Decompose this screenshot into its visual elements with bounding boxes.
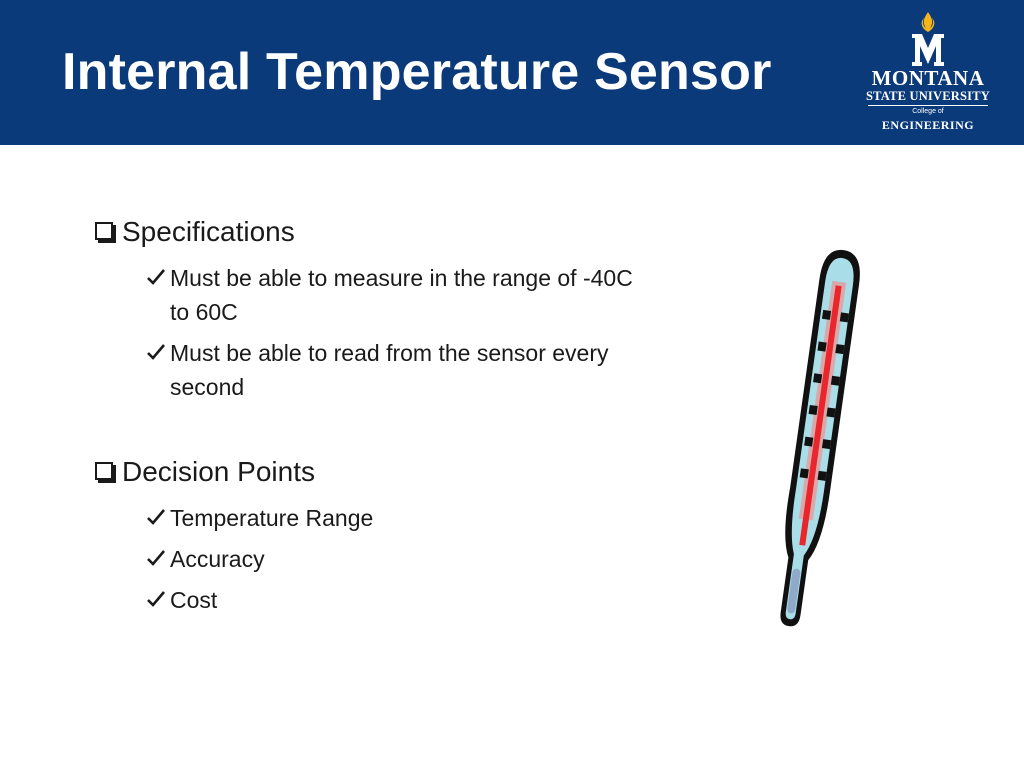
checkbox-square-icon <box>95 462 113 480</box>
list-item-text: Must be able to read from the sensor eve… <box>170 340 609 400</box>
list-item-text: Accuracy <box>170 546 265 572</box>
logo-divider <box>868 105 988 106</box>
logo-college-of-text: College of <box>912 108 944 115</box>
list-item-text: Temperature Range <box>170 505 374 531</box>
thermometer-icon <box>780 249 860 627</box>
section-heading-decision-points: Decision Points <box>95 456 315 488</box>
section-heading-text: Specifications <box>122 216 295 247</box>
logo-montana-text: MONTANA <box>871 66 985 90</box>
checkbox-square-icon <box>95 222 113 240</box>
list-item: Accuracy <box>145 542 640 576</box>
list-item: Temperature Range <box>145 501 640 535</box>
slide-title: Internal Temperature Sensor <box>62 43 772 101</box>
logo-engineering-text: ENGINEERING <box>881 118 975 132</box>
section-heading-text: Decision Points <box>122 456 315 487</box>
list-item: Must be able to measure in the range of … <box>145 261 640 329</box>
msu-m-icon <box>912 12 944 66</box>
checkmark-icon <box>147 344 165 360</box>
checkmark-icon <box>147 269 165 285</box>
list-item: Must be able to read from the sensor eve… <box>145 336 640 404</box>
checkmark-icon <box>147 509 165 525</box>
list-item-text: Must be able to measure in the range of … <box>170 265 633 325</box>
list-item: Cost <box>145 583 640 617</box>
section-heading-specifications: Specifications <box>95 216 295 248</box>
title-bar: Internal Temperature Sensor MONTANA STAT… <box>0 0 1024 145</box>
list-item-text: Cost <box>170 587 218 613</box>
logo-state-university-text: STATE UNIVERSITY <box>866 89 990 103</box>
checkmark-icon <box>147 550 165 566</box>
checkmark-icon <box>147 591 165 607</box>
msu-engineering-logo: MONTANA STATE UNIVERSITY College of ENGI… <box>862 8 994 133</box>
